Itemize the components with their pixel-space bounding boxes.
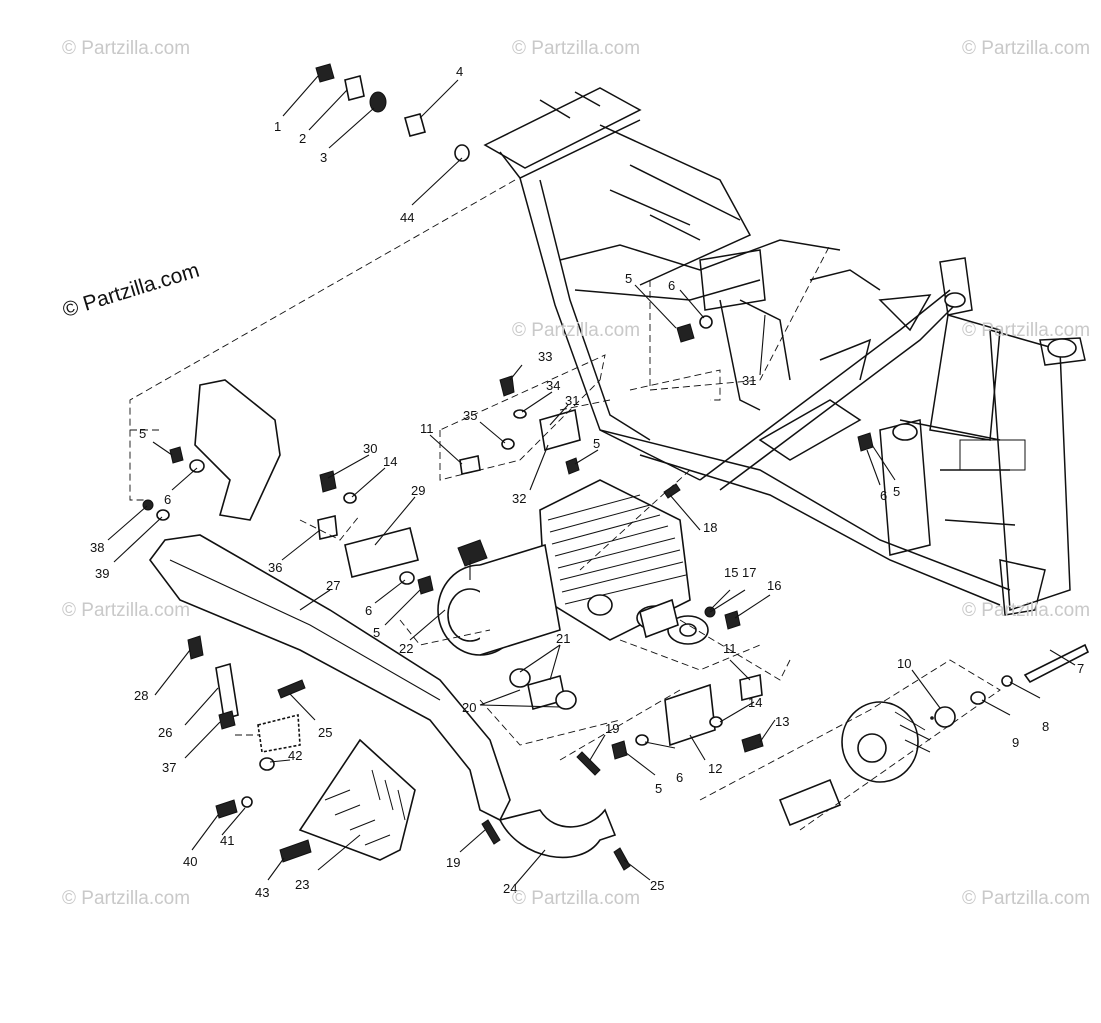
muffler-exhaust <box>149 534 631 871</box>
callout-2: 2 <box>299 131 306 146</box>
callout-13: 13 <box>775 714 789 729</box>
callout-19: 19 <box>605 721 619 736</box>
callout-38: 38 <box>90 540 104 555</box>
callout-43: 43 <box>255 885 269 900</box>
callout-28: 28 <box>134 688 148 703</box>
callout-20: 20 <box>462 700 476 715</box>
watermark-lower-right: © Partzilla.com <box>962 600 1091 621</box>
callout-6c: 6 <box>365 603 372 618</box>
muffler-bracket <box>194 379 281 521</box>
watermark-top-right: © Partzilla.com <box>962 38 1091 59</box>
callout-17: 17 <box>742 565 756 580</box>
callout-29: 29 <box>411 483 425 498</box>
callout-25b: 25 <box>650 878 664 893</box>
callout-5f: 5 <box>893 484 900 499</box>
drive-clutch <box>778 643 1090 827</box>
callout-37: 37 <box>162 760 176 775</box>
callout-31: 31 <box>742 373 756 388</box>
callout-36: 36 <box>268 560 282 575</box>
chassis-frame <box>483 87 1086 616</box>
callout-24: 24 <box>503 881 517 896</box>
callout-11b: 11 <box>723 641 737 656</box>
callout-30: 30 <box>363 441 377 456</box>
callout-5: 5 <box>625 271 632 286</box>
watermark-bottom-left: © Partzilla.com <box>62 888 191 909</box>
callout-16: 16 <box>767 578 781 593</box>
callout-19b: 19 <box>446 855 460 870</box>
watermark-bottom-center: © Partzilla.com <box>512 888 641 909</box>
watermark-lower-left: © Partzilla.com <box>62 600 191 621</box>
callout-21: 21 <box>556 631 570 646</box>
callout-4: 4 <box>456 64 463 79</box>
callout-14: 14 <box>383 454 397 469</box>
callout-14b: 14 <box>748 695 762 710</box>
callout-15: 15 <box>724 565 738 580</box>
callout-8: 8 <box>1042 719 1049 734</box>
callout-5d: 5 <box>373 625 380 640</box>
callout-41: 41 <box>220 833 234 848</box>
callout-44: 44 <box>400 210 414 225</box>
callout-18: 18 <box>703 520 717 535</box>
engine-assembly <box>437 479 709 656</box>
callout-3: 3 <box>320 150 327 165</box>
callout-5c: 5 <box>139 426 146 441</box>
callout-9: 9 <box>1012 735 1019 750</box>
callout-34: 34 <box>546 378 560 393</box>
callout-31b: 31 <box>565 393 579 408</box>
watermark-mid-right: © Partzilla.com <box>962 320 1091 341</box>
assembly-guide-lines <box>129 179 1001 831</box>
callout-10: 10 <box>897 656 911 671</box>
watermark-top-left: © Partzilla.com <box>62 38 191 59</box>
callout-23: 23 <box>295 877 309 892</box>
callout-26: 26 <box>158 725 172 740</box>
callout-numbers: 1 2 3 4 44 5 6 31 33 34 35 31 5 11 32 18… <box>90 64 1084 900</box>
callout-42: 42 <box>288 748 302 763</box>
callout-22: 22 <box>399 641 413 656</box>
callout-11: 11 <box>420 421 434 436</box>
callout-40: 40 <box>183 854 197 869</box>
callout-7: 7 <box>1077 661 1084 676</box>
callout-5e: 5 <box>655 781 662 796</box>
callout-33: 33 <box>538 349 552 364</box>
watermark-mid-center: © Partzilla.com <box>512 320 641 341</box>
callout-6b: 6 <box>164 492 171 507</box>
callout-25: 25 <box>318 725 332 740</box>
callout-6e: 6 <box>880 488 887 503</box>
callout-12: 12 <box>708 761 722 776</box>
callout-1: 1 <box>274 119 281 134</box>
callout-6d: 6 <box>676 770 683 785</box>
callout-32: 32 <box>512 491 526 506</box>
callout-5b: 5 <box>593 436 600 451</box>
watermark-top-center: © Partzilla.com <box>512 38 641 59</box>
watermark-bottom-right: © Partzilla.com <box>962 888 1091 909</box>
leader-lines <box>107 75 1076 886</box>
callout-6: 6 <box>668 278 675 293</box>
callout-35: 35 <box>463 408 477 423</box>
callout-27: 27 <box>326 578 340 593</box>
callout-39: 39 <box>95 566 109 581</box>
